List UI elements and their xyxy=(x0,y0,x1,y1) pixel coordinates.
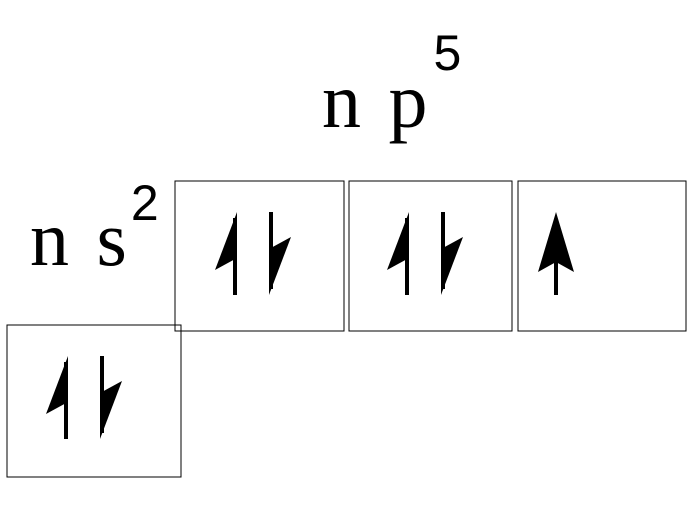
ns-subshell-label: n s2 xyxy=(30,178,159,278)
ns-label-superscript: 2 xyxy=(130,175,159,231)
p-orbital-box-2 xyxy=(348,180,513,332)
half-arrow-down-icon xyxy=(269,212,291,295)
arrow-up-icon xyxy=(538,212,574,295)
p-orbital-boxes xyxy=(174,180,687,332)
s-orbital-boxes xyxy=(6,324,182,478)
np-label-base: n p xyxy=(322,57,432,144)
np-label-superscript: 5 xyxy=(433,25,462,81)
s-orbital-box-1 xyxy=(6,324,182,478)
half-arrow-up-icon xyxy=(387,212,409,295)
half-arrow-down-icon xyxy=(100,356,122,439)
electron-arrows xyxy=(46,212,574,439)
half-arrow-up-icon xyxy=(215,212,237,295)
half-arrow-down-icon xyxy=(441,212,463,295)
ns-label-base: n s xyxy=(30,195,131,282)
np-subshell-label: n p5 xyxy=(322,28,461,140)
p-orbital-box-1 xyxy=(174,180,345,332)
p-orbital-box-3 xyxy=(517,180,687,332)
half-arrow-up-icon xyxy=(46,356,68,439)
